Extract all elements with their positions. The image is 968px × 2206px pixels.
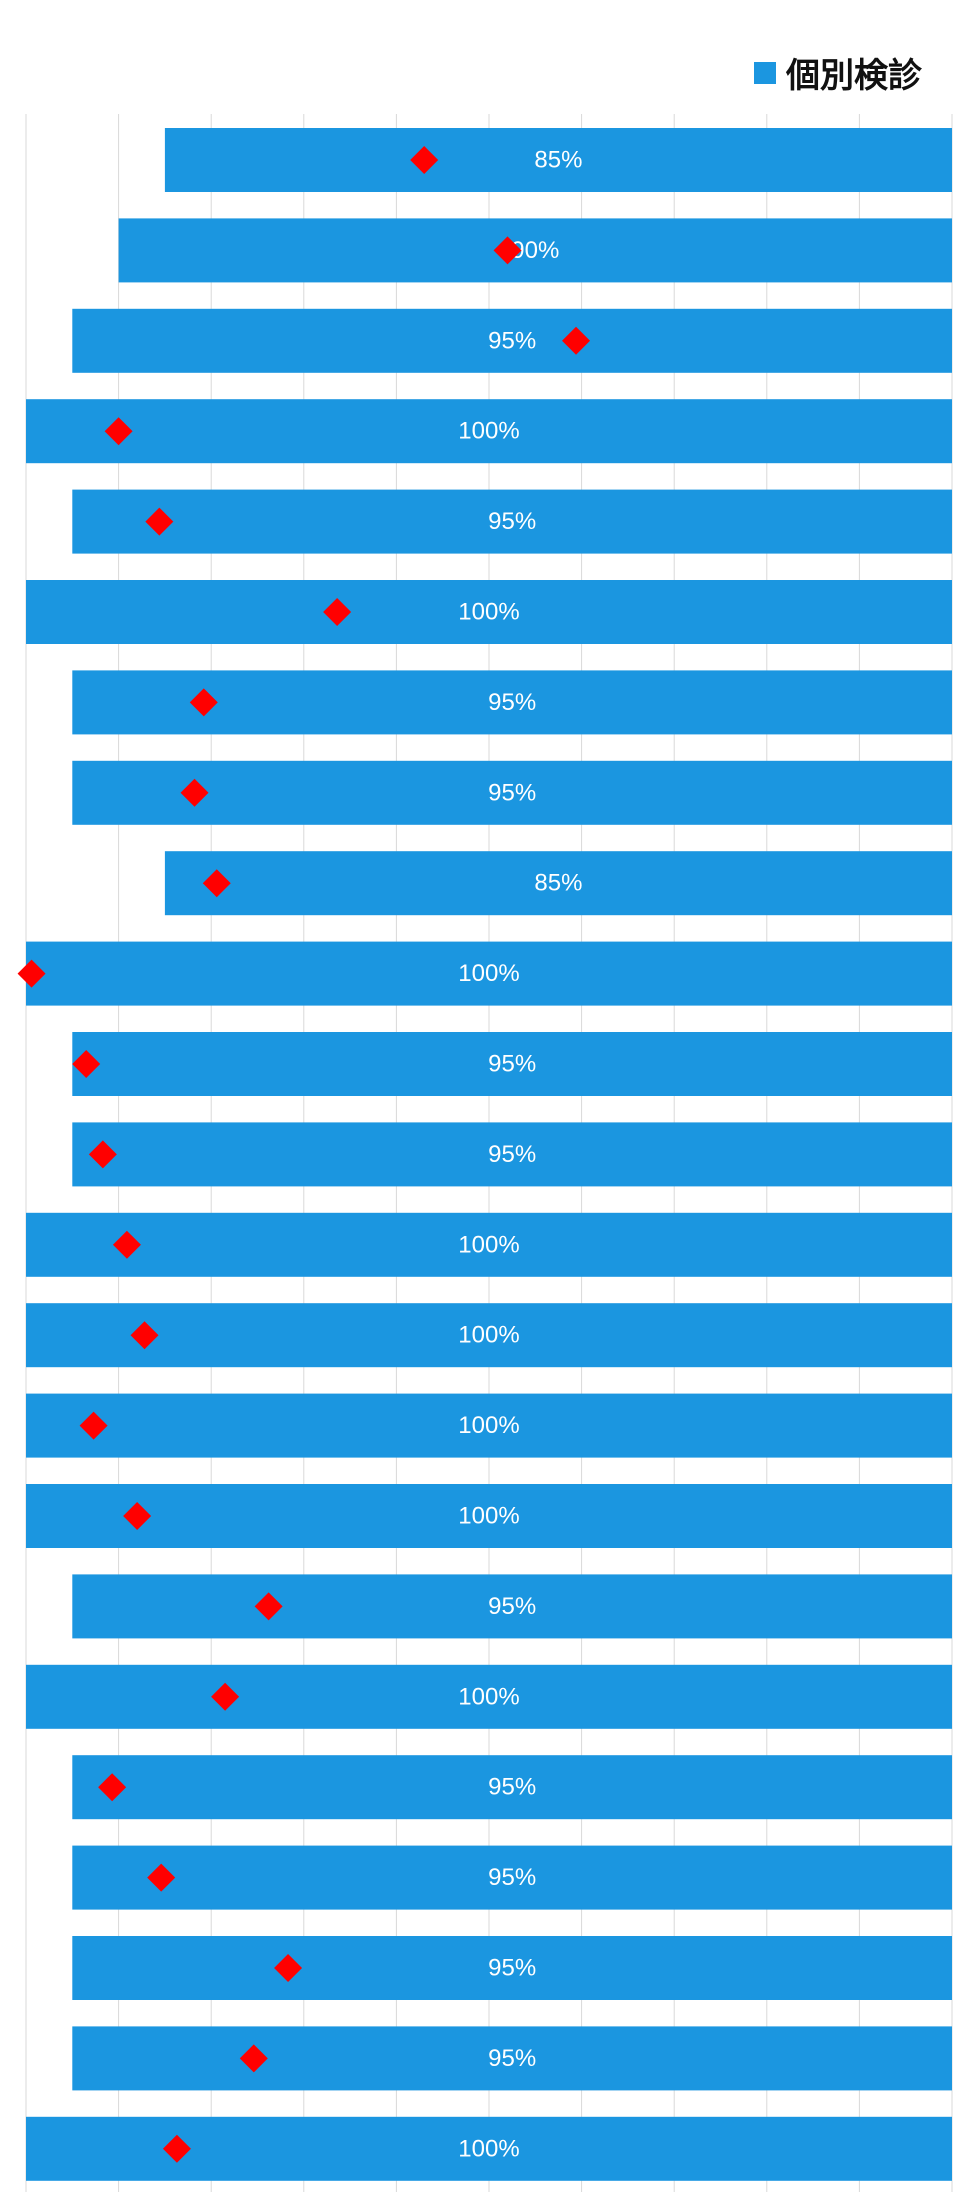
bar: [26, 1484, 952, 1548]
bar-value-label: 95%: [488, 1955, 536, 1982]
bar-value-label: 100%: [458, 599, 519, 626]
bar: [72, 489, 953, 554]
marker-series: [17, 146, 591, 2163]
bar-value-label: 100%: [458, 1503, 519, 1530]
diamond-marker: [274, 1954, 303, 1982]
diamond-marker: [98, 1773, 127, 1802]
diamond-marker: [145, 507, 174, 536]
bar-value-label: 100%: [458, 2135, 519, 2162]
bar-value-label: 85%: [534, 147, 582, 174]
diamond-marker: [239, 2044, 268, 2073]
diamond-marker: [130, 1321, 159, 1350]
diamond-marker: [202, 869, 231, 898]
bar: [26, 580, 952, 644]
bar: [26, 399, 952, 464]
bar: [72, 1122, 953, 1187]
diamond-marker: [562, 326, 591, 355]
bar: [164, 128, 952, 192]
legend-swatch: [754, 61, 776, 84]
diamond-marker: [211, 1682, 240, 1711]
bar-value-label: 95%: [488, 689, 536, 716]
bar: [72, 308, 953, 373]
bar-value-label: 95%: [488, 1774, 536, 1801]
bar-value-label: 100%: [458, 1322, 519, 1349]
bar-value-label: 100%: [458, 1683, 519, 1710]
bar: [72, 1845, 953, 1910]
diamond-marker: [493, 236, 522, 265]
bar-value-label: 100%: [458, 418, 519, 445]
diamond-marker: [104, 417, 133, 446]
bar-value-label: 95%: [488, 508, 536, 535]
legend-label: 個別検診: [786, 56, 922, 96]
diamond-marker: [254, 1592, 283, 1621]
bar: [72, 1936, 953, 2000]
bar-value-label: 100%: [458, 960, 519, 987]
bar-value-label: 95%: [488, 779, 536, 806]
bar-value-label: 85%: [534, 870, 582, 897]
bar-value-label: 95%: [488, 327, 536, 354]
diamond-marker: [79, 1411, 108, 1440]
bar-value-label: 95%: [488, 1864, 536, 1891]
bar: [72, 1755, 953, 1820]
bar-value-label: 95%: [488, 1593, 536, 1620]
bar: [118, 218, 953, 283]
diamond-marker: [88, 1140, 117, 1169]
diamond-marker: [410, 146, 439, 174]
bar: [72, 1574, 953, 1639]
diamond-marker: [323, 598, 352, 626]
bar-value-label: 95%: [488, 2045, 536, 2072]
bar: [26, 1393, 952, 1458]
legend: 個別検診: [754, 48, 922, 97]
bar-series: [26, 128, 953, 2181]
diamond-marker: [180, 778, 209, 807]
bar: [72, 760, 953, 825]
diamond-marker: [112, 1230, 141, 1259]
diamond-marker: [147, 1863, 176, 1892]
bar-value-label: 95%: [488, 1141, 536, 1168]
bar: [26, 1303, 952, 1368]
bar: [26, 1212, 952, 1277]
diamond-marker: [189, 688, 218, 717]
diamond-marker: [72, 1050, 101, 1078]
bar-value-label: 100%: [458, 1412, 519, 1439]
bar: [72, 2026, 953, 2091]
bar: [72, 670, 953, 735]
diamond-marker: [17, 959, 46, 988]
bar: [26, 1664, 952, 1729]
bar-value-label: 100%: [458, 1231, 519, 1258]
diamond-marker: [162, 2134, 191, 2163]
bar: [164, 851, 952, 916]
bar: [72, 1032, 953, 1096]
bar: [26, 941, 952, 1006]
diamond-marker: [123, 1502, 152, 1530]
bar-value-label: 95%: [488, 1051, 536, 1078]
